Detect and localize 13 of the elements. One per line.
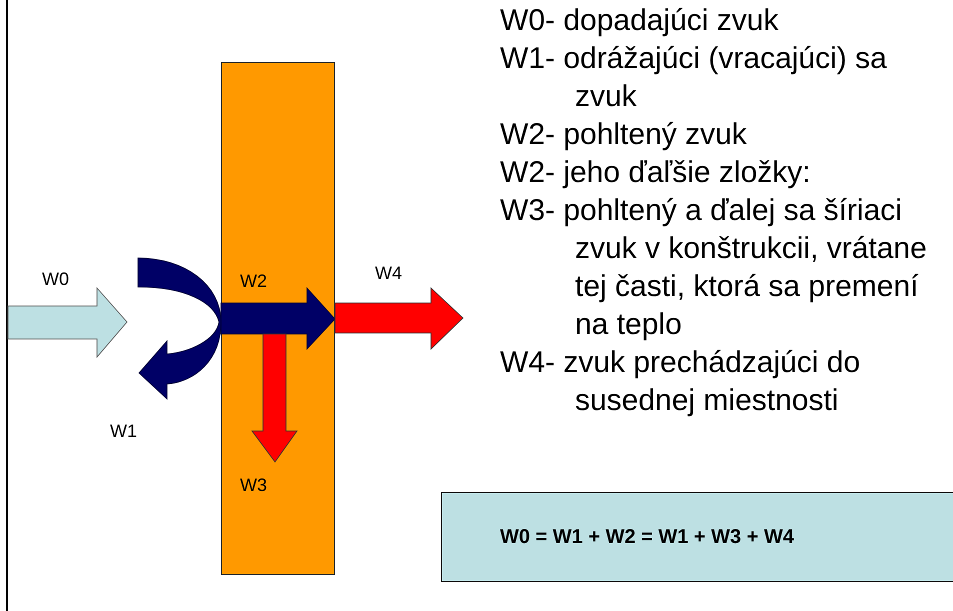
formula-text: W0 = W1 + W2 = W1 + W3 + W4 — [500, 525, 794, 550]
arrow-label: W1 — [110, 420, 137, 443]
definition-text: W1- odrážajúci (vracajúci) sa zvuk — [500, 41, 888, 115]
definition-text: W4- zvuk prechádzajúci do susednej miestnosti — [500, 345, 862, 419]
formula-box — [441, 492, 953, 582]
definition-text: W3- pohltený a ďalej sa šíriaci zvuk v konštrukcii, vrátane tej časti, ktorá sa premení na teplo — [500, 193, 928, 343]
definition-text: W0- dopadajúci zvuk — [500, 3, 780, 39]
arrow-label: W0 — [42, 268, 69, 291]
arrow-label: W3 — [240, 474, 267, 497]
arrow-label: W4 — [375, 262, 402, 285]
arrow-label: W2 — [240, 270, 267, 293]
definition-text: W2- pohltený zvuk — [500, 117, 748, 153]
definition-text: W2- jeho ďaľšie zložky: — [500, 155, 812, 191]
